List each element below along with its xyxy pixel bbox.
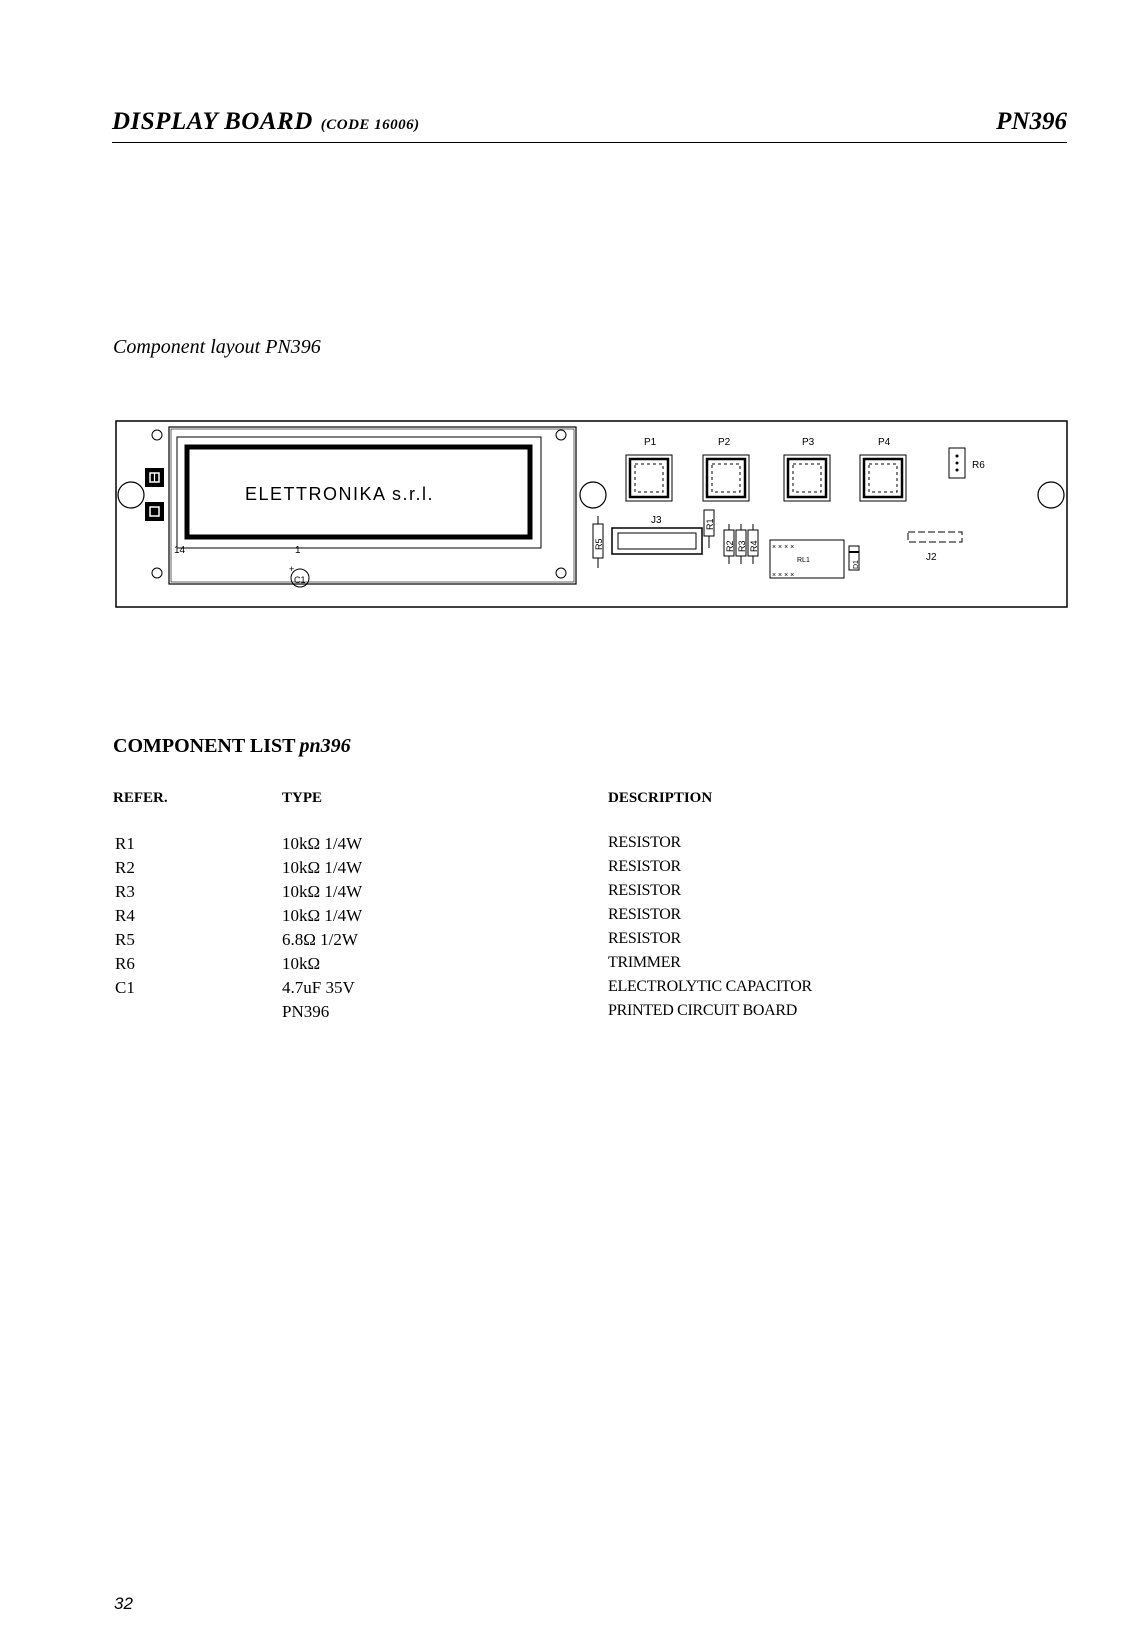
svg-text:J2: J2 bbox=[926, 552, 937, 563]
table-row: C1 4.7uF 35V ELECTROLYTIC CAPACITOR bbox=[113, 978, 1013, 1002]
pushbutton-p4: P4 bbox=[859, 437, 907, 502]
component-layout-drawing: ELETTRONIKA s.r.l. 14 1 C1 + P1 P2 P3 bbox=[115, 420, 1068, 610]
button-pad-2 bbox=[145, 502, 164, 521]
cell-type: 4.7uF 35V bbox=[282, 978, 355, 997]
cell-description: TRIMMER bbox=[608, 954, 681, 971]
resistor-r4: R4 bbox=[747, 524, 759, 564]
cell-type: 10kΩ 1/4W bbox=[282, 906, 363, 925]
lcd-module-outline bbox=[168, 426, 577, 585]
resistor-r1: R1 bbox=[703, 509, 715, 548]
table-row: R2 10kΩ 1/4W RESISTOR bbox=[113, 858, 1013, 882]
pushbutton-p3: P3 bbox=[783, 437, 831, 502]
page-header-title: DISPLAY BOARD (CODE 16006) bbox=[112, 108, 420, 136]
cell-type: 10kΩ 1/4W bbox=[282, 858, 363, 877]
svg-text:RL1: RL1 bbox=[797, 557, 810, 564]
pin-label-14: 14 bbox=[174, 545, 186, 556]
header-title: DISPLAY BOARD bbox=[112, 108, 313, 135]
svg-text:R1: R1 bbox=[705, 518, 715, 530]
cell-description: PRINTED CIRCUIT BOARD bbox=[608, 1002, 797, 1019]
svg-text:R4: R4 bbox=[749, 540, 759, 552]
pin-label-1: 1 bbox=[295, 545, 301, 556]
cell-description: RESISTOR bbox=[608, 882, 681, 899]
svg-text:R5: R5 bbox=[594, 538, 604, 550]
layout-caption: Component layout PN396 bbox=[113, 336, 321, 358]
cell-ref: R4 bbox=[115, 906, 135, 925]
column-header-description: DESCRIPTION bbox=[608, 790, 713, 806]
pushbutton-p1: P1 bbox=[625, 437, 673, 502]
table-row: PN396 PRINTED CIRCUIT BOARD bbox=[113, 1002, 1013, 1026]
svg-text:P1: P1 bbox=[644, 437, 657, 448]
svg-text:J3: J3 bbox=[651, 515, 662, 526]
resistor-r2: R2 bbox=[723, 524, 735, 564]
table-row: R4 10kΩ 1/4W RESISTOR bbox=[113, 906, 1013, 930]
cell-ref: R3 bbox=[115, 882, 135, 901]
cell-description: ELECTROLYTIC CAPACITOR bbox=[608, 978, 812, 995]
page-number: 32 bbox=[114, 1594, 133, 1613]
svg-text:R3: R3 bbox=[737, 540, 747, 552]
header-code: (CODE 16006) bbox=[320, 117, 420, 133]
cell-description: RESISTOR bbox=[608, 930, 681, 947]
svg-text:P2: P2 bbox=[718, 437, 731, 448]
column-header-type: TYPE bbox=[282, 790, 323, 806]
connector-j2: J2 bbox=[907, 531, 963, 563]
cell-type: 6.8Ω 1/2W bbox=[282, 930, 358, 949]
cell-type: 10kΩ 1/4W bbox=[282, 882, 363, 901]
svg-text:× × × ×: × × × × bbox=[772, 572, 794, 579]
table-row: R6 10kΩ TRIMMER bbox=[113, 954, 1013, 978]
connector-j3: J3 bbox=[611, 515, 703, 555]
svg-text:P3: P3 bbox=[802, 437, 815, 448]
cell-ref: R2 bbox=[115, 858, 135, 877]
capacitor-c1 bbox=[290, 568, 310, 588]
cell-ref: R5 bbox=[115, 930, 135, 949]
header-model: PN396 bbox=[996, 108, 1067, 135]
pushbutton-p2: P2 bbox=[702, 437, 750, 502]
cell-description: RESISTOR bbox=[608, 834, 681, 851]
svg-text:+: + bbox=[289, 564, 294, 574]
resistor-r3: R3 bbox=[735, 524, 747, 564]
svg-text:P4: P4 bbox=[878, 437, 891, 448]
cell-type: 10kΩ 1/4W bbox=[282, 834, 363, 853]
svg-text:R2: R2 bbox=[725, 540, 735, 552]
table-row: R1 10kΩ 1/4W RESISTOR bbox=[113, 834, 1013, 858]
mount-hole-right bbox=[1037, 481, 1065, 509]
component-list-heading: COMPONENT LIST bbox=[113, 735, 296, 757]
cell-description: RESISTOR bbox=[608, 858, 681, 875]
component-table: R1 10kΩ 1/4W RESISTOR R2 10kΩ 1/4W RESIS… bbox=[113, 834, 1013, 1026]
mount-hole-mid bbox=[579, 481, 607, 509]
pcb-outline bbox=[115, 420, 1068, 608]
diode-d1: D1 bbox=[848, 545, 860, 571]
lcd-text: ELETTRONIKA s.r.l. bbox=[245, 484, 434, 504]
table-row: R5 6.8Ω 1/2W RESISTOR bbox=[113, 930, 1013, 954]
lcd-display bbox=[184, 444, 533, 540]
cell-type: 10kΩ bbox=[282, 954, 321, 973]
mount-hole-left bbox=[117, 481, 145, 509]
svg-text:C1: C1 bbox=[294, 575, 306, 585]
svg-text:× × × ×: × × × × bbox=[772, 544, 794, 551]
component-list-model: pn396 bbox=[299, 735, 351, 757]
cell-type: PN396 bbox=[282, 1002, 330, 1021]
cell-ref: R1 bbox=[115, 834, 135, 853]
cell-ref: C1 bbox=[115, 978, 135, 997]
svg-text:R6: R6 bbox=[972, 460, 985, 471]
table-row: R3 10kΩ 1/4W RESISTOR bbox=[113, 882, 1013, 906]
resistor-r5: R5 bbox=[592, 516, 604, 568]
cell-ref: R6 bbox=[115, 954, 135, 973]
cell-description: RESISTOR bbox=[608, 906, 681, 923]
trimmer-r6: R6 bbox=[948, 447, 985, 479]
column-header-ref: REFER. bbox=[113, 790, 168, 806]
svg-text:D1: D1 bbox=[853, 560, 860, 569]
header-rule bbox=[112, 142, 1067, 143]
relay-rl1: × × × × × × × × RL1 bbox=[769, 539, 845, 579]
